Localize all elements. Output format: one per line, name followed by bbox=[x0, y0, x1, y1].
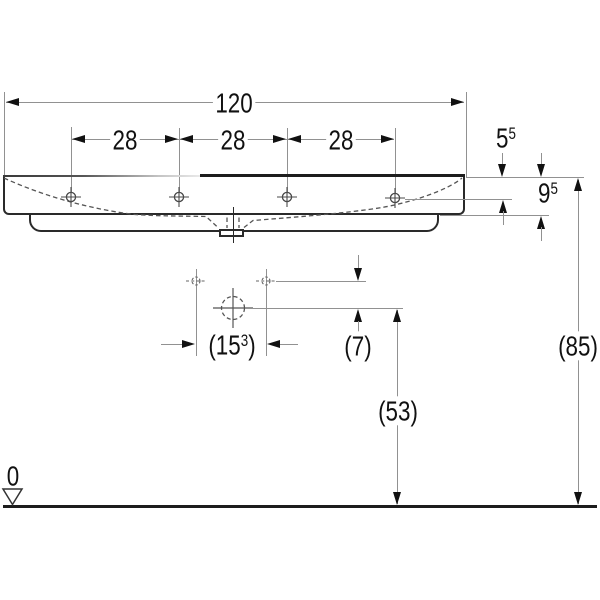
rim-height-value: (85) bbox=[558, 330, 598, 362]
arrowhead-up-icon bbox=[392, 309, 401, 322]
tap-hole-marker-icon bbox=[277, 187, 297, 207]
datum-zero-label: 0 bbox=[4, 461, 21, 490]
arrowhead-down-icon bbox=[392, 492, 401, 505]
tap-hole-marker-icon bbox=[61, 187, 81, 207]
fixing-hole-spacing-pre: (15 bbox=[208, 329, 241, 361]
extension-line-tap-hole-2 bbox=[179, 128, 180, 193]
arrow-tail bbox=[280, 344, 298, 345]
dim-label-spacing-3: 28 bbox=[326, 124, 356, 156]
washbasin-top-edge bbox=[200, 174, 465, 177]
dim-label-spacing-1: 28 bbox=[110, 124, 140, 156]
dim-label-rim-height: (85) bbox=[555, 330, 600, 362]
arrow-tail bbox=[502, 153, 503, 165]
overall-width-value: 120 bbox=[215, 87, 253, 119]
rim-to-tap-hole-value: 5 bbox=[496, 122, 509, 154]
extension-line-fixing-hole-left bbox=[196, 269, 197, 356]
dim-label-fixing-hole-spacing: (153) bbox=[205, 329, 259, 361]
bowl-profile-dashed-curve bbox=[3, 177, 463, 229]
bowl-curve-left bbox=[3, 177, 219, 228]
arrowhead-up-icon bbox=[536, 216, 545, 229]
datum-zero-value: 0 bbox=[6, 460, 20, 492]
arrow-tail bbox=[358, 255, 359, 269]
arrowhead-right-icon bbox=[451, 97, 464, 106]
spacing-1-value: 28 bbox=[112, 124, 138, 156]
arrowhead-down-icon bbox=[573, 492, 582, 505]
extension-line-right bbox=[466, 92, 467, 178]
arrowhead-up-icon bbox=[573, 178, 582, 191]
arrowhead-down-icon bbox=[497, 164, 506, 177]
extension-line-tap-hole-1 bbox=[71, 127, 72, 193]
dim-label-fixing-hole-drop: (7) bbox=[341, 330, 375, 362]
ref-line-rim-level bbox=[467, 177, 584, 178]
fixing-hole-marker-icon bbox=[186, 276, 206, 286]
arrowhead-right-icon bbox=[381, 134, 394, 143]
front-edge-height-value: 9 bbox=[538, 177, 551, 209]
spacing-2-value: 28 bbox=[220, 124, 246, 156]
arrowhead-left-icon bbox=[72, 134, 85, 143]
bowl-curve-right bbox=[243, 177, 463, 229]
arrowhead-down-icon bbox=[536, 164, 545, 177]
drain-marker-icon bbox=[213, 288, 253, 328]
arrow-tail bbox=[541, 153, 542, 165]
drain-centerline bbox=[233, 207, 235, 243]
ref-line-fixing-hole-level bbox=[276, 281, 366, 282]
fixing-hole-drop-value: (7) bbox=[344, 330, 372, 362]
arrow-tail bbox=[161, 344, 183, 345]
drain-fitting bbox=[219, 229, 244, 237]
dim-label-spacing-2: 28 bbox=[218, 124, 248, 156]
arrowhead-left-icon bbox=[288, 134, 301, 143]
ref-line-drain-level bbox=[253, 308, 403, 309]
dim-label-rim-to-tap-hole: 55 bbox=[493, 122, 519, 154]
extension-line-tap-hole-4 bbox=[395, 128, 396, 193]
arrowhead-left-icon bbox=[6, 97, 19, 106]
dim-label-overall-width: 120 bbox=[212, 87, 256, 119]
washbasin-top-edge-fade bbox=[3, 175, 203, 177]
arrowhead-right-icon bbox=[182, 339, 195, 348]
fixing-hole-spacing-sup: 3 bbox=[240, 330, 249, 350]
arrowhead-right-icon bbox=[273, 134, 286, 143]
arrowhead-down-icon bbox=[353, 268, 362, 281]
fixing-hole-marker-icon bbox=[256, 276, 276, 286]
datum-triangle-icon bbox=[1, 488, 24, 506]
arrow-tail bbox=[358, 321, 359, 332]
arrow-tail bbox=[503, 211, 504, 225]
arrowhead-right-icon bbox=[165, 134, 178, 143]
dim-label-fixing-hole-height: (53) bbox=[375, 395, 421, 427]
front-edge-height-sup: 5 bbox=[550, 178, 558, 198]
tap-hole-marker-icon bbox=[169, 187, 189, 207]
extension-line-tap-hole-3 bbox=[287, 128, 288, 193]
fixing-hole-spacing-post: ) bbox=[248, 329, 256, 361]
extension-line-fixing-hole-right bbox=[266, 269, 267, 356]
arrow-tail bbox=[541, 227, 542, 241]
fixing-hole-height-value: (53) bbox=[378, 395, 418, 427]
rim-to-tap-hole-sup: 5 bbox=[508, 123, 516, 143]
dim-label-front-edge-height: 95 bbox=[535, 177, 561, 209]
arrowhead-up-icon bbox=[498, 200, 507, 213]
arrowhead-up-icon bbox=[353, 309, 362, 322]
arrowhead-left-icon bbox=[180, 134, 193, 143]
tap-hole-marker-icon bbox=[385, 188, 405, 208]
arrowhead-left-icon bbox=[267, 339, 280, 348]
ref-line-tap-hole-level bbox=[405, 199, 512, 200]
extension-line-left bbox=[4, 92, 5, 175]
ref-line-front-bottom-level bbox=[440, 215, 549, 216]
spacing-3-value: 28 bbox=[328, 124, 354, 156]
floor-line bbox=[3, 505, 597, 508]
